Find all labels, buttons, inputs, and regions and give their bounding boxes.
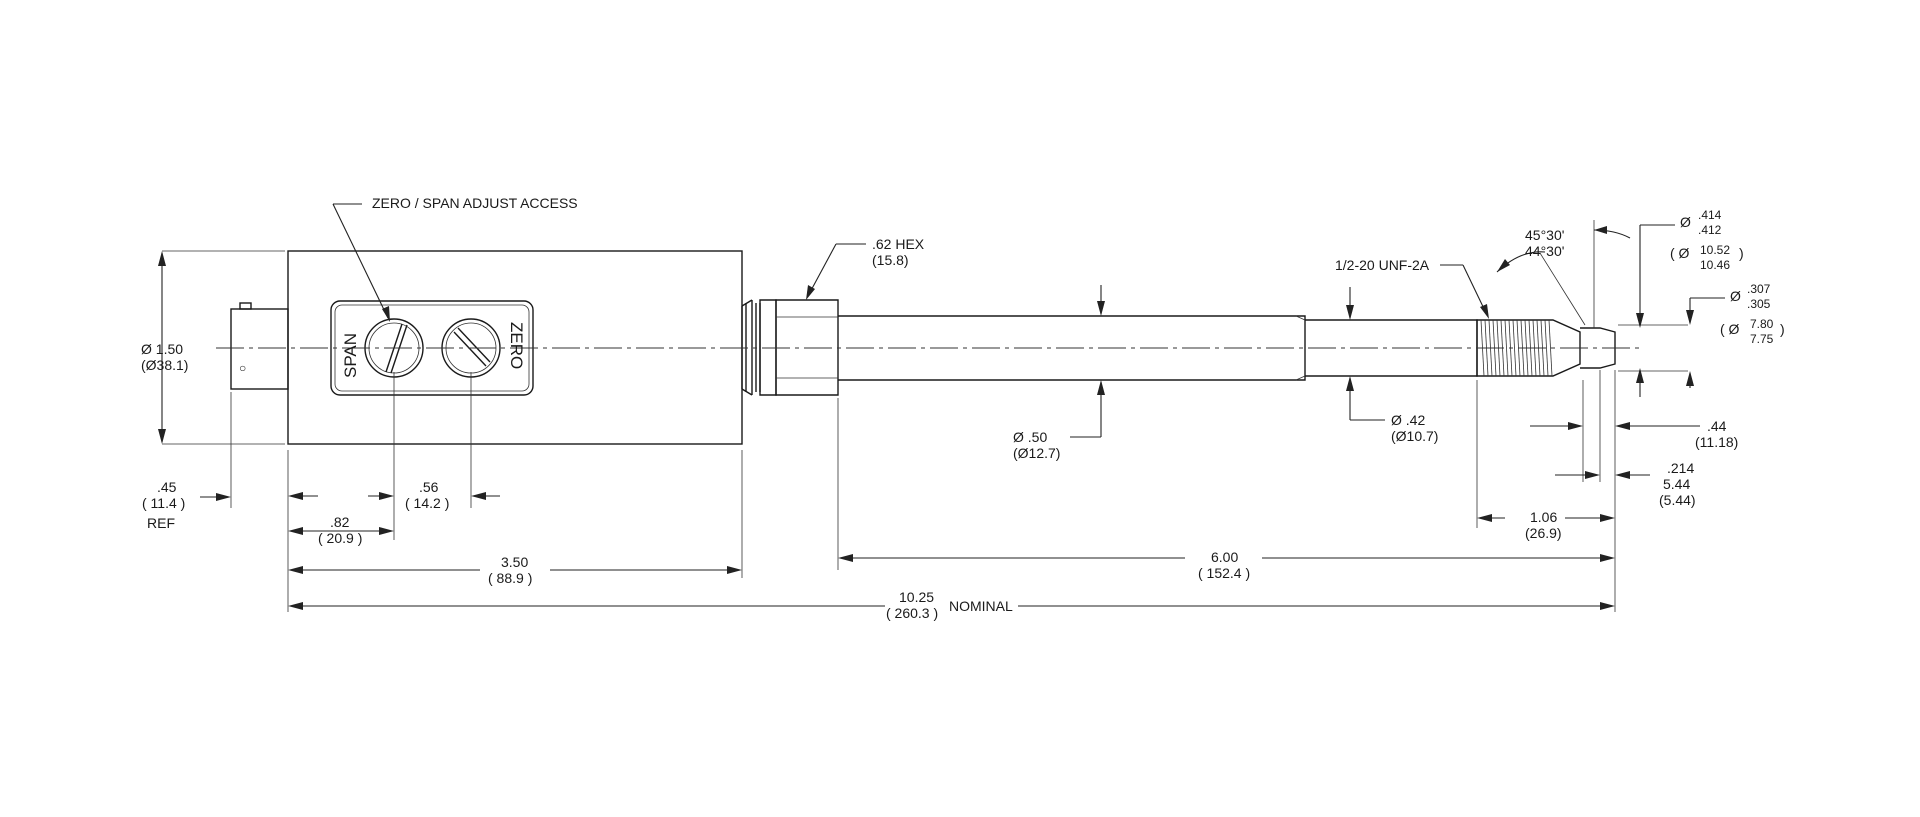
tip-dia-in-lo: .412 bbox=[1698, 223, 1722, 237]
tip-dia-mm-hi: 10.52 bbox=[1700, 243, 1730, 257]
angle-min: 44°30' bbox=[1525, 243, 1564, 259]
thread-len-mm: (26.9) bbox=[1525, 525, 1562, 541]
stem-len-mm: ( 152.4 ) bbox=[1198, 565, 1250, 581]
body-dia-in: Ø 1.50 bbox=[141, 341, 183, 357]
dimension-text: ZERO / SPAN ADJUST ACCESS SPAN ZERO ○ .6… bbox=[141, 195, 1785, 621]
tip-dia-paren-open: ( Ø bbox=[1670, 245, 1690, 261]
body-len-in: 3.50 bbox=[501, 554, 528, 570]
connector-ref: REF bbox=[147, 515, 175, 531]
stem-dia-in: Ø .50 bbox=[1013, 429, 1047, 445]
nose-len-mm-b: (5.44) bbox=[1659, 492, 1696, 508]
nose-dia-mm-hi: 7.80 bbox=[1750, 317, 1774, 331]
overall-len-mm: ( 260.3 ) bbox=[886, 605, 938, 621]
nose-dia-in-hi: .307 bbox=[1747, 282, 1771, 296]
thread-crest bbox=[1504, 319, 1509, 377]
neck-grooves bbox=[741, 299, 761, 396]
tip-dia-paren-close: ) bbox=[1739, 245, 1744, 261]
nose-dia-paren-open: ( Ø bbox=[1720, 321, 1740, 337]
thread-crest bbox=[1548, 319, 1553, 377]
overall-len-note: NOMINAL bbox=[949, 598, 1013, 614]
nose-len-mm-a: 5.44 bbox=[1663, 476, 1690, 492]
zero-pos-in: .56 bbox=[419, 479, 439, 495]
zero-span-callout: ZERO / SPAN ADJUST ACCESS bbox=[372, 195, 578, 211]
hex-dim-in: .62 HEX bbox=[872, 236, 925, 252]
span-label: SPAN bbox=[341, 333, 360, 378]
thread-crest bbox=[1512, 319, 1517, 377]
reduced-dia-in: Ø .42 bbox=[1391, 412, 1425, 428]
zero-pos-mm: ( 14.2 ) bbox=[405, 495, 449, 511]
stem-dia-mm: (Ø12.7) bbox=[1013, 445, 1060, 461]
tip-len-in: .44 bbox=[1707, 418, 1727, 434]
nose-dia-symbol: Ø bbox=[1730, 288, 1741, 304]
dimension-lines bbox=[158, 203, 1725, 610]
tip-len-mm: (11.18) bbox=[1695, 434, 1738, 450]
body-dia-mm: (Ø38.1) bbox=[141, 357, 188, 373]
body-len-mm: ( 88.9 ) bbox=[488, 570, 532, 586]
connector-len-mm: ( 11.4 ) bbox=[142, 495, 185, 511]
hex-nut bbox=[759, 299, 777, 396]
span-pos-in: .82 bbox=[330, 514, 350, 530]
connector-body bbox=[230, 308, 289, 390]
tip-dia-in-hi: .414 bbox=[1698, 208, 1722, 222]
hex-dim-mm: (15.8) bbox=[872, 252, 909, 268]
connector-mark: ○ bbox=[239, 361, 246, 375]
connector-key bbox=[239, 302, 252, 310]
span-pos-mm: ( 20.9 ) bbox=[318, 530, 362, 546]
tip-dia-symbol: Ø bbox=[1680, 214, 1691, 230]
zero-label: ZERO bbox=[507, 322, 526, 369]
stem-len-in: 6.00 bbox=[1211, 549, 1238, 565]
thread-callout: 1/2-20 UNF-2A bbox=[1335, 257, 1430, 273]
nose-dia-in-lo: .305 bbox=[1747, 297, 1771, 311]
extension-lines bbox=[162, 220, 1688, 612]
reduced-dia-mm: (Ø10.7) bbox=[1391, 428, 1438, 444]
connector-len-in: .45 bbox=[157, 479, 177, 495]
nose-dia-paren-close: ) bbox=[1780, 321, 1785, 337]
stem-main bbox=[838, 315, 1306, 381]
nose-dia-mm-lo: 7.75 bbox=[1750, 332, 1774, 346]
thread-len-in: 1.06 bbox=[1530, 509, 1557, 525]
nose-len-in: .214 bbox=[1667, 460, 1694, 476]
overall-len-in: 10.25 bbox=[899, 589, 934, 605]
thread-crest bbox=[1544, 319, 1549, 377]
angle-max: 45°30' bbox=[1525, 227, 1564, 243]
tip-dia-mm-lo: 10.46 bbox=[1700, 258, 1730, 272]
